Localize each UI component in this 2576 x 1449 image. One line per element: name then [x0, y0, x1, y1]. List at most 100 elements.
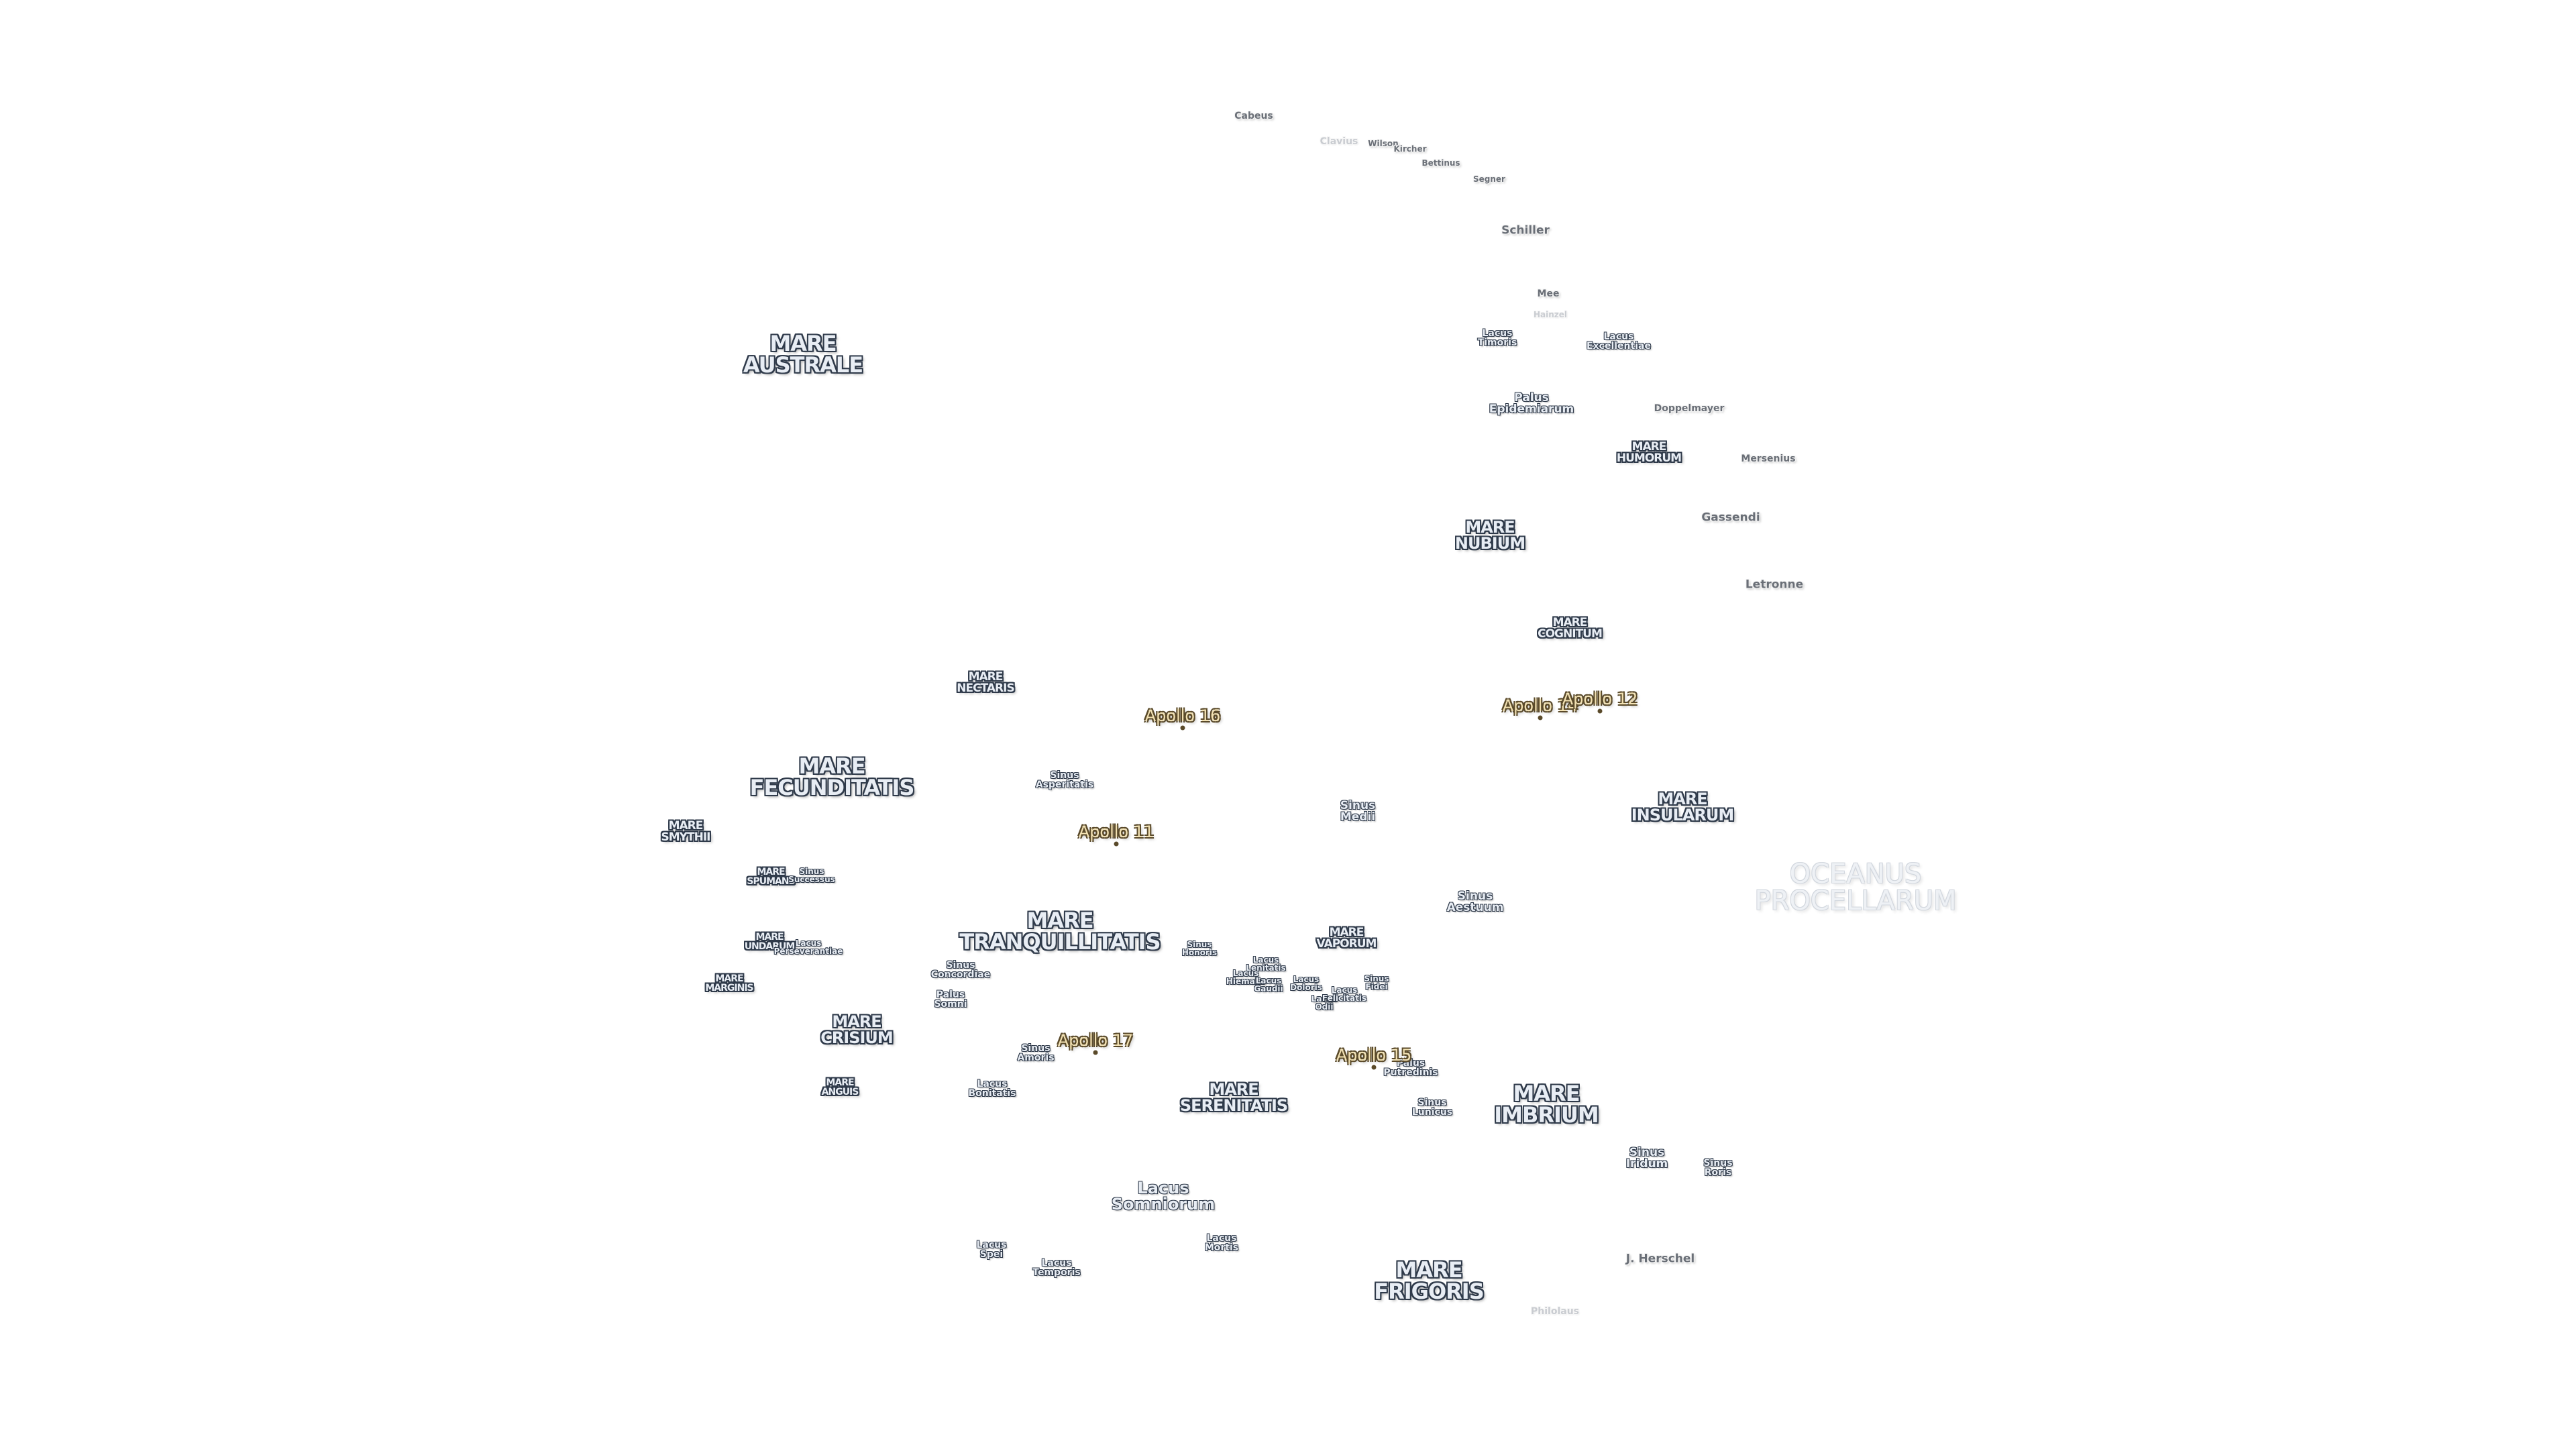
label-sinus-concordiae-line-0: Sinus: [946, 960, 975, 971]
label-lacus-perseverantiae-line-0: Lacus: [795, 938, 822, 948]
label-australe-line-0: MARE: [769, 331, 837, 356]
label-oceanus-procellarum-line-1: PROCELLARUM: [1754, 885, 1957, 916]
label-apollo-15: Apollo 15: [1336, 1046, 1412, 1065]
label-frigoris-line-1: FRIGORIS: [1374, 1279, 1484, 1304]
label-sinus-asperitatis-line-1: Asperitatis: [1035, 780, 1094, 790]
label-sinus-asperitatis-line-0: Sinus: [1050, 770, 1079, 781]
label-sinus-medii-line-0: Sinus: [1340, 799, 1376, 812]
label-lacus-doloris-line-1: Doloris: [1290, 983, 1322, 992]
label-sinus-iridum-line-0: Sinus: [1629, 1146, 1665, 1159]
label-philolaus: Philolaus: [1531, 1307, 1579, 1316]
label-mee-line-0: Mee: [1537, 288, 1560, 299]
label-sinus-fidei-line-0: Sinus: [1364, 974, 1389, 983]
label-segner-line-0: Segner: [1473, 174, 1505, 184]
label-hainzel-line-0: Hainzel: [1533, 310, 1568, 319]
label-j-herschel: J. Herschel: [1625, 1252, 1695, 1266]
label-wilson-line-0: Wilson: [1368, 139, 1399, 148]
label-nubium-line-0: MARE: [1465, 518, 1515, 537]
label-bettinus: Bettinus: [1421, 159, 1460, 167]
label-cabeus: Cabeus: [1234, 111, 1273, 121]
label-schiller: Schiller: [1501, 225, 1550, 237]
label-palus-somni-line-1: Somni: [934, 999, 967, 1010]
label-humorum-line-0: MARE: [1631, 440, 1667, 453]
apollo-15-site-marker: [1371, 1065, 1377, 1070]
label-lacus-somniorum-line-1: Somniorum: [1111, 1195, 1216, 1214]
label-australe-line-1: AUSTRALE: [743, 352, 863, 378]
label-mersenius-line-0: Mersenius: [1741, 453, 1796, 464]
label-palus-epidemiarum-line-1: Epidemiarum: [1489, 402, 1574, 416]
label-kircher: Kircher: [1393, 145, 1426, 153]
label-serenitatis-line-1: SERENITATIS: [1179, 1096, 1288, 1115]
label-clavius-line-0: Clavius: [1320, 136, 1358, 147]
label-oceanus-procellarum-line-0: OCEANUS: [1789, 859, 1922, 890]
label-palus-putredinis-line-1: Putredinis: [1383, 1067, 1438, 1078]
label-apollo-16: Apollo 16: [1144, 706, 1221, 725]
label-lacus-lenitatis-line-0: Lacus: [1252, 955, 1279, 965]
label-sinus-iridum-line-1: Iridum: [1625, 1157, 1668, 1171]
apollo-17-site-marker: [1093, 1050, 1098, 1055]
label-lacus-timoris-line-1: Timoris: [1477, 337, 1517, 348]
label-j-herschel-line-0: J. Herschel: [1625, 1252, 1695, 1266]
label-tranquillitatis-line-1: TRANQUILLITATIS: [959, 929, 1161, 955]
label-sinus-successus-line-1: Successus: [788, 875, 835, 884]
label-tranquillitatis-line-0: MARE: [1026, 908, 1093, 933]
label-sinus-amoris-line-1: Amoris: [1017, 1053, 1055, 1063]
label-sinus-lunicus-line-0: Sinus: [1417, 1097, 1447, 1108]
label-cabeus-line-0: Cabeus: [1234, 111, 1273, 121]
label-lacus-odii-line-1: Odii: [1315, 1002, 1334, 1012]
label-lacus-gaudii-line-1: Gaudii: [1254, 984, 1283, 994]
label-insularum-line-1: INSULARUM: [1631, 806, 1735, 824]
label-cognitum-line-1: COGNITUM: [1538, 627, 1603, 641]
apollo-16-site-marker: [1180, 725, 1185, 731]
label-segner: Segner: [1473, 175, 1505, 183]
label-doppelmayer: Doppelmayer: [1654, 404, 1725, 413]
label-mersenius: Mersenius: [1741, 454, 1795, 464]
label-humorum-line-1: HUMORUM: [1616, 451, 1682, 465]
label-schiller-line-0: Schiller: [1501, 223, 1550, 237]
label-crisium-line-0: MARE: [832, 1012, 881, 1031]
label-sinus-amoris-line-0: Sinus: [1021, 1043, 1051, 1054]
label-lacus-felicitatis-line-0: Lacus: [1331, 985, 1358, 995]
apollo-14-site-marker: [1538, 715, 1543, 720]
label-bettinus-line-0: Bettinus: [1421, 158, 1460, 168]
label-sinus-honoris-line-1: Honoris: [1181, 948, 1218, 957]
label-fecunditatis-line-0: MARE: [798, 753, 865, 779]
label-lacus-bonitatis-line-0: Lacus: [977, 1079, 1008, 1089]
label-crisium-line-1: CRISIUM: [820, 1028, 894, 1047]
label-lacus-spei-line-0: Lacus: [976, 1240, 1007, 1250]
label-palus-putredinis-line-0: Palus: [1396, 1058, 1426, 1069]
label-undarum-line-1: UNDARUM: [744, 941, 796, 952]
label-sinus-aestuum-line-0: Sinus: [1457, 890, 1493, 903]
